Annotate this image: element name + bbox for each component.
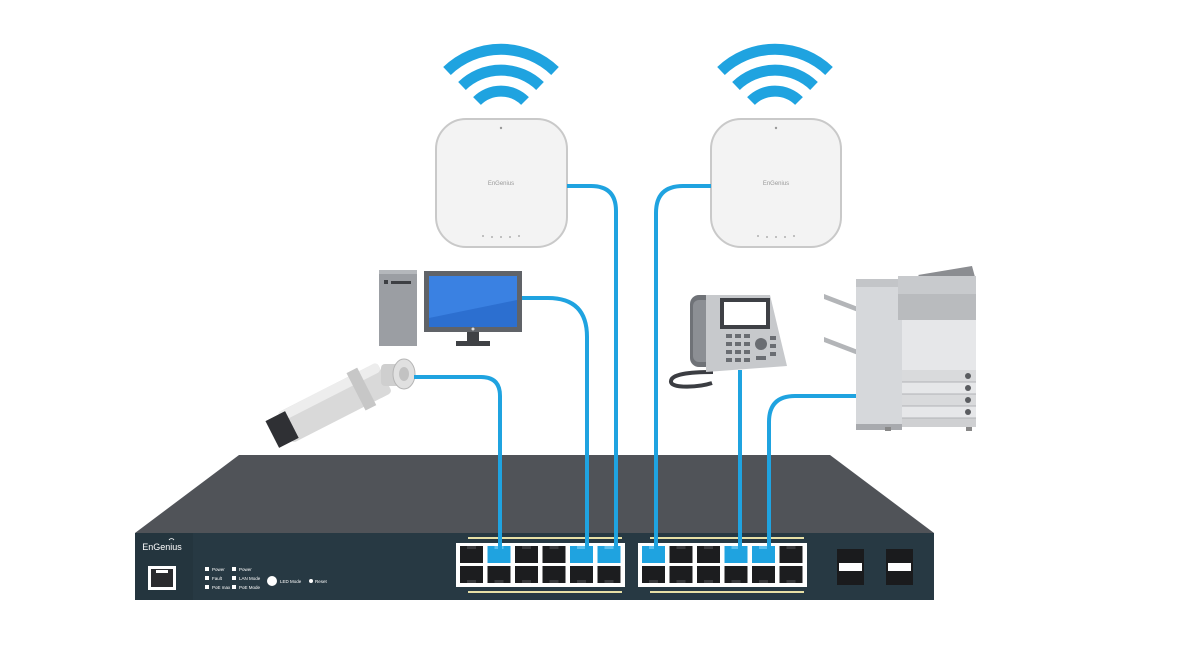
ip-phone-icon (669, 295, 787, 389)
led-label: Power (239, 567, 252, 572)
rj45-port[interactable] (669, 566, 693, 583)
rj45-port-latch (731, 546, 741, 549)
rj45-port-latch (759, 580, 768, 583)
switch-logo: EnGenius (142, 542, 182, 552)
cable-camera (414, 375, 502, 555)
rj45-port[interactable] (724, 566, 748, 583)
port-group-frame (456, 543, 625, 587)
switch-top (135, 455, 934, 533)
led-label: Fault (212, 576, 223, 581)
rj45-port[interactable] (542, 546, 566, 563)
network-cables (414, 184, 856, 555)
access-point-logo: EnGenius (488, 181, 514, 187)
port-group-frame (638, 543, 807, 587)
led-label: PoE Mode (239, 585, 261, 590)
rj45-port-latch (549, 546, 559, 549)
access-point-left: EnGenius (435, 118, 568, 248)
rj45-port-latch (676, 580, 686, 583)
led-label: LAN Mode (239, 576, 261, 581)
rj45-port-latch (731, 580, 741, 583)
rj45-port-latch (604, 546, 614, 549)
rj45-port[interactable] (597, 566, 621, 583)
rj45-port-active[interactable] (642, 546, 665, 563)
rj45-port[interactable] (460, 566, 483, 583)
reset-label: Reset (315, 579, 328, 584)
rj45-port[interactable] (669, 546, 693, 563)
rj45-port-latch (522, 580, 531, 583)
rj45-port-latch (676, 546, 686, 549)
cable-printer (767, 394, 856, 555)
led-mode-button[interactable] (267, 576, 277, 586)
rj45-port[interactable] (697, 546, 720, 563)
rj45-port-latch (649, 546, 658, 549)
rj45-port-latch (577, 580, 586, 583)
rj45-port[interactable] (697, 566, 720, 583)
rj45-port[interactable] (779, 566, 803, 583)
wifi-signal-icon (443, 43, 559, 106)
sfp-port[interactable] (886, 549, 913, 585)
wifi-signal-icon (717, 43, 833, 106)
cable-computer (522, 296, 589, 555)
cable-access-point-left (567, 184, 618, 555)
rj45-port-latch (604, 580, 614, 583)
rj45-port[interactable] (542, 566, 566, 583)
rj45-port[interactable] (460, 546, 483, 563)
rj45-port[interactable] (642, 566, 665, 583)
poe-switch: EnGenius Power Fault PoE max Power LAN M… (135, 455, 934, 600)
rj45-port-latch (467, 546, 476, 549)
rj45-port-latch (649, 580, 658, 583)
ip-camera-icon (265, 358, 416, 448)
led-indicators: Power Fault PoE max Power LAN Mode PoE M… (205, 567, 261, 590)
access-point-right: EnGenius (710, 118, 842, 248)
rj45-port-group-1 (456, 543, 625, 587)
rj45-port-latch (786, 546, 796, 549)
access-point-logo: EnGenius (763, 181, 789, 187)
rj45-port-latch (759, 546, 768, 549)
rj45-port-latch (467, 580, 476, 583)
led-label: PoE max (212, 585, 231, 590)
rj45-port-group-2 (638, 543, 807, 587)
rj45-port-latch (704, 546, 713, 549)
rj45-port-latch (786, 580, 796, 583)
rj45-console-port-icon (148, 566, 176, 590)
rj45-port[interactable] (515, 546, 538, 563)
rj45-port-latch (494, 580, 504, 583)
multifunction-printer-icon (824, 266, 976, 431)
led-label: Power (212, 567, 225, 572)
led-mode-label: LED Mode (280, 579, 302, 584)
rj45-port[interactable] (570, 566, 593, 583)
rj45-port[interactable] (515, 566, 538, 583)
rj45-port[interactable] (487, 566, 511, 583)
reset-button[interactable] (309, 579, 313, 583)
cable-access-point-right (654, 184, 711, 555)
rj45-port-latch (522, 546, 531, 549)
rj45-port-latch (704, 580, 713, 583)
rj45-port[interactable] (752, 566, 775, 583)
desktop-computer-icon (379, 270, 522, 346)
rj45-port-latch (577, 546, 586, 549)
sfp-port[interactable] (837, 549, 864, 585)
rj45-port[interactable] (779, 546, 803, 563)
rj45-port-latch (549, 580, 559, 583)
